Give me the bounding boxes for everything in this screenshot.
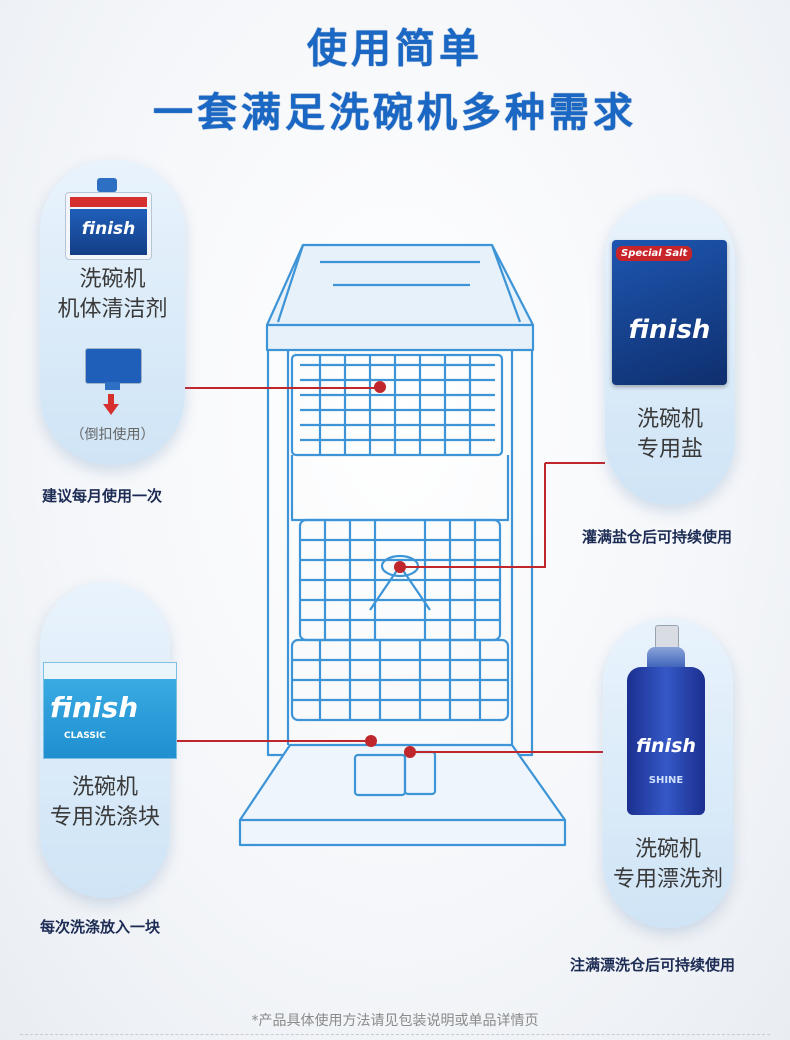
tablets-product-image: finish CLASSIC: [43, 662, 177, 759]
salt-label-line2: 专用盐: [636, 437, 703, 462]
tablets-label-line1: 洗碗机: [71, 775, 138, 800]
cleaner-hint: （倒扣使用）: [70, 427, 155, 443]
salt-badge: Special Salt: [616, 246, 693, 261]
rinse-sub: SHINE: [648, 775, 684, 786]
salt-note: 灌满盐仓后可持续使用: [582, 528, 733, 546]
cleaner-label-line2: 机体清洁剂: [57, 297, 168, 322]
footer-divider: [20, 1034, 770, 1035]
arrow-down-icon: [103, 394, 119, 416]
rinse-note: 注满漂洗仓后可持续使用: [570, 956, 736, 974]
salt-product-image: Special Salt finish: [612, 240, 727, 385]
rinse-label-line1: 洗碗机: [634, 837, 701, 862]
salt-label: 洗碗机 专用盐: [605, 405, 735, 465]
tablets-sub: CLASSIC: [64, 731, 106, 741]
rinse-label: 洗碗机 专用漂洗剂: [603, 835, 733, 895]
salt-label-line1: 洗碗机: [636, 407, 703, 432]
cleaner-label-line1: 洗碗机: [79, 267, 146, 292]
cleaner-note: 建议每月使用一次: [42, 487, 163, 505]
tablets-label: 洗碗机 专用洗涤块: [40, 773, 170, 833]
page-subtitle: 一套满足洗碗机多种需求: [153, 90, 637, 136]
tablets-note: 每次洗涤放入一块: [40, 918, 161, 936]
salt-brand: finish: [628, 315, 711, 345]
rinse-brand: finish: [636, 735, 696, 757]
cleaner-inverted-image: [85, 348, 142, 390]
tablets-brand: finish: [50, 691, 139, 724]
page-title: 使用简单: [307, 26, 483, 72]
cleaner-label: 洗碗机 机体清洁剂: [40, 265, 185, 325]
cleaner-brand: finish: [81, 219, 136, 239]
rinse-product-image: finish SHINE: [625, 625, 707, 815]
rinse-label-line2: 专用漂洗剂: [612, 867, 723, 892]
cleaner-product-image: finish: [65, 178, 152, 260]
tablets-label-line2: 专用洗涤块: [49, 805, 160, 830]
disclaimer: *产品具体使用方法请见包装说明或单品详情页: [251, 1013, 539, 1029]
